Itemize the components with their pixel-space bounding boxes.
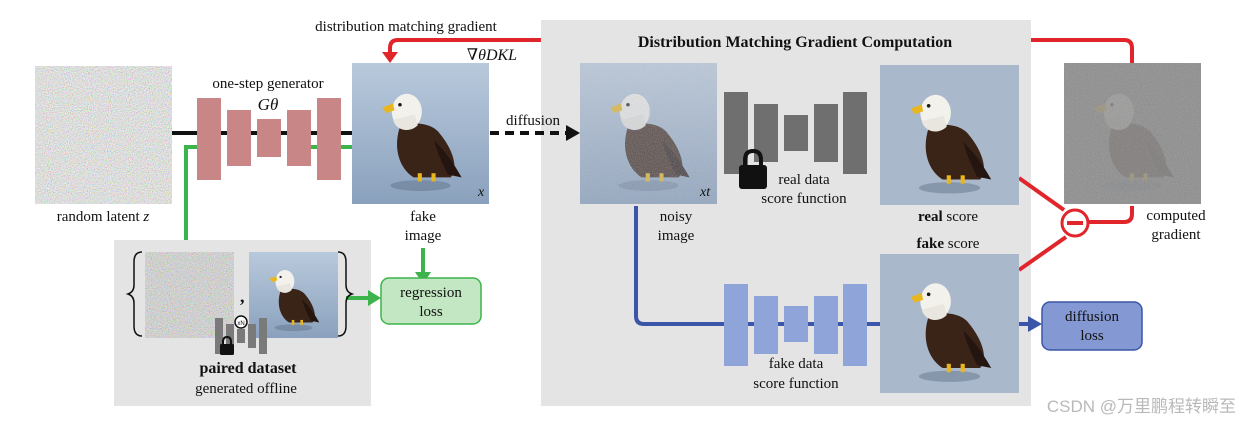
noisy-label-2: image (658, 228, 695, 244)
regression-loss-label-1: regression (400, 285, 462, 301)
minus-circle-icon (1060, 208, 1090, 238)
fake-score-network (724, 284, 867, 366)
generator-title: one-step generator (212, 76, 323, 92)
random-latent-label: random latent z (57, 209, 150, 225)
noisy-label-1: noisy (660, 209, 693, 225)
lock-icon (220, 335, 234, 355)
watermark: CSDN @万里鹏程转瞬至 (1047, 397, 1236, 416)
blue-arrowhead (1028, 316, 1042, 332)
generator-symbol: Gθ (258, 95, 279, 114)
red-gradient-path-left (388, 38, 541, 52)
regression-loss-box (380, 277, 482, 325)
red-real-to-minus (1017, 176, 1066, 212)
paired-braces (125, 251, 355, 337)
paired-teacher-network (215, 318, 267, 354)
real-score-label: real score (918, 209, 978, 225)
lock-icon (739, 148, 767, 189)
fake-image-label-2: image (405, 228, 442, 244)
red-gradient-arrowhead (382, 52, 398, 63)
computed-label-2: gradient (1151, 227, 1201, 243)
blue-noisy-to-fake-net (634, 206, 1030, 326)
paired-dataset-label: paired dataset (199, 360, 297, 377)
diffusion-arrowhead (566, 125, 580, 141)
red-gradient-path (1065, 38, 1134, 64)
red-fake-to-minus (1017, 235, 1068, 272)
fake-image (352, 63, 489, 204)
green-paired-path (184, 145, 200, 240)
diffusion-loss-box (1041, 301, 1143, 351)
computed-label-1: computed (1146, 208, 1206, 224)
diffusion-loss-label-2: loss (1080, 328, 1104, 344)
fake-score-label: fake score (917, 236, 980, 252)
svg-text:xN: xN (237, 321, 244, 327)
real-score-network (724, 92, 867, 174)
green-paired-arrowhead (368, 290, 381, 306)
real-score-image (880, 65, 1019, 205)
generator-network (197, 98, 341, 180)
fake-image-x-label: x (477, 185, 485, 200)
fake-net-label-1: fake data (769, 356, 824, 372)
regression-loss-label-2: loss (419, 304, 443, 320)
fake-net-label-2: score function (753, 376, 839, 392)
paired-comma: , (240, 286, 245, 306)
generated-offline-label: generated offline (195, 381, 297, 397)
panel-title: Distribution Matching Gradient Computati… (638, 34, 952, 51)
red-computed-arrow (1086, 206, 1134, 224)
real-net-label-2: score function (761, 191, 847, 207)
fake-score-image (880, 254, 1019, 393)
computed-gradient-image (1064, 63, 1201, 204)
repeat-icon: xN (234, 315, 248, 329)
dist-grad-symbol: ∇θDKL (467, 47, 517, 64)
real-net-label-1: real data (778, 172, 830, 188)
noisy-xt-label: xt (699, 185, 711, 200)
diffusion-loss-label-1: diffusion (1065, 309, 1119, 325)
dist-grad-label: distribution matching gradient (315, 19, 497, 35)
fake-image-label-1: fake (410, 209, 436, 225)
diffusion-label: diffusion (506, 113, 560, 129)
noisy-image (580, 63, 717, 204)
random-latent-image (35, 66, 172, 204)
